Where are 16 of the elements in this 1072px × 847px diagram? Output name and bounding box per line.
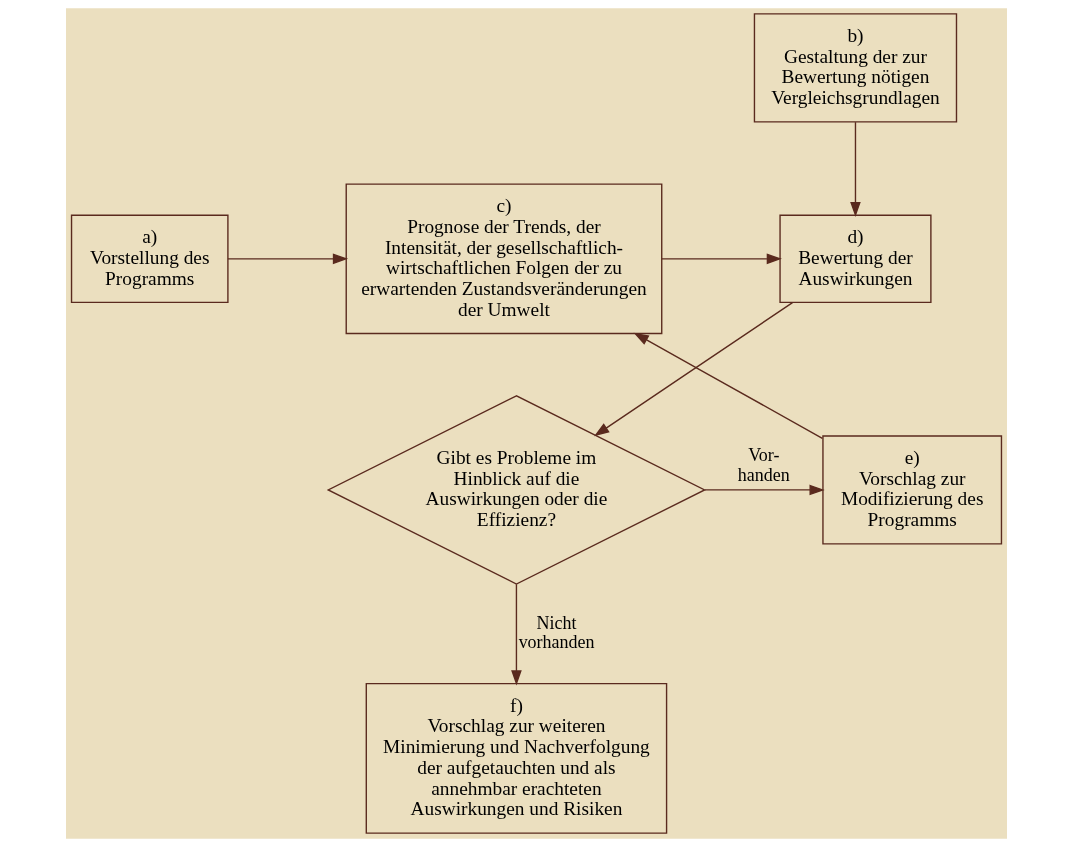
- node-box: b) Gestaltung der zur Bewertung nötigen Vergleichsgrundlagen: [753, 13, 957, 123]
- arrow: [660, 253, 782, 265]
- arrow: [226, 253, 348, 265]
- arrow: [593, 301, 793, 437]
- arrow: [510, 583, 522, 686]
- arrow: [703, 484, 825, 496]
- node-box: d) Bewertung der Auswirkungen: [778, 214, 932, 304]
- node-box: c) Prognose der Trends, der Intensität, der gesellschaftlich-wirtschaftlichen Folgen der zu erwartenden Zustandsveränderungen der Umwelt: [345, 183, 662, 335]
- arrow: [849, 121, 861, 218]
- edge-label: Nicht vorhanden: [518, 612, 594, 653]
- node-box: a) Vorstellung des Programms: [70, 214, 229, 304]
- node-diamond: Gibt es Probleme im Hinblick auf die Auswirkungen oder die Effizienz?: [326, 395, 706, 585]
- node-box: f) Vorschlag zur weiteren Minimierung und Nachverfolgung der aufgetauchten und als annehmbar erachteten Auswirkungen und Risiken: [365, 682, 667, 834]
- edge-label: Vor- handen: [737, 445, 790, 485]
- arrow: [633, 332, 823, 439]
- node-box: e) Vorschlag zur Modifizierung des Programms: [821, 435, 1002, 545]
